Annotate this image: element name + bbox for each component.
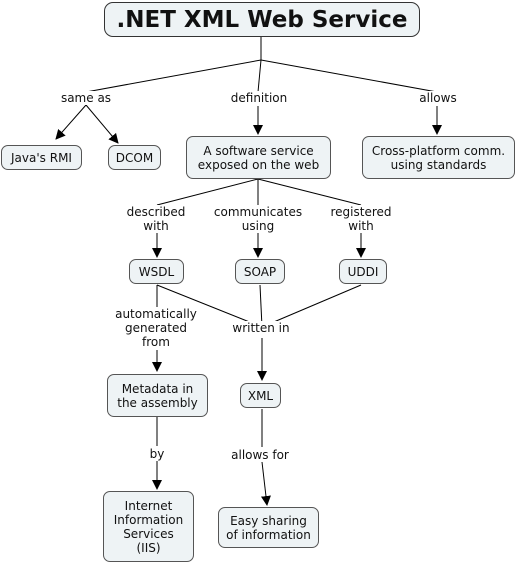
link-label-written-in: written in — [231, 321, 291, 335]
node-uddi[interactable]: UDDI — [339, 259, 387, 284]
edge-root-definition — [257, 59, 262, 93]
node-wsdl[interactable]: WSDL — [129, 259, 184, 284]
link-label-allows: allows — [418, 91, 458, 105]
edge-root-right — [260, 59, 438, 93]
link-label-same-as: same as — [59, 91, 113, 105]
edge-def-registered — [257, 178, 362, 206]
link-label-allows-for: allows for — [230, 448, 290, 462]
root-node-title[interactable]: .NET XML Web Service — [104, 2, 420, 37]
edge-sameas-rmi — [55, 104, 87, 140]
link-label-auto-generated: automatically generated from — [114, 307, 198, 349]
node-easy-sharing[interactable]: Easy sharing of information — [218, 507, 319, 548]
link-label-by: by — [148, 447, 166, 461]
link-label-communicates-using: communicates using — [212, 205, 304, 233]
edge-def-described — [156, 178, 259, 206]
link-label-definition: definition — [229, 91, 289, 105]
edge-soap-writtenin — [259, 284, 263, 328]
edge-uddi-writtenin — [261, 284, 362, 328]
node-dcom[interactable]: DCOM — [108, 145, 161, 170]
node-javas-rmi[interactable]: Java's RMI — [1, 145, 82, 170]
node-iis[interactable]: Internet Information Services (IIS) — [103, 491, 194, 562]
node-soap[interactable]: SOAP — [235, 259, 285, 284]
node-cross-platform[interactable]: Cross-platform comm. using standards — [362, 136, 515, 179]
node-software-service[interactable]: A software service exposed on the web — [186, 136, 331, 179]
node-metadata[interactable]: Metadata in the assembly — [107, 374, 208, 417]
link-label-registered-with: registered with — [329, 205, 393, 233]
edge-allowsfor-sharing — [260, 461, 271, 506]
node-xml[interactable]: XML — [240, 383, 281, 408]
edge-wsdl-writtenin — [156, 284, 263, 328]
link-label-described-with: described with — [125, 205, 187, 233]
edge-root-left — [85, 59, 262, 93]
edge-sameas-dcom — [85, 104, 119, 144]
